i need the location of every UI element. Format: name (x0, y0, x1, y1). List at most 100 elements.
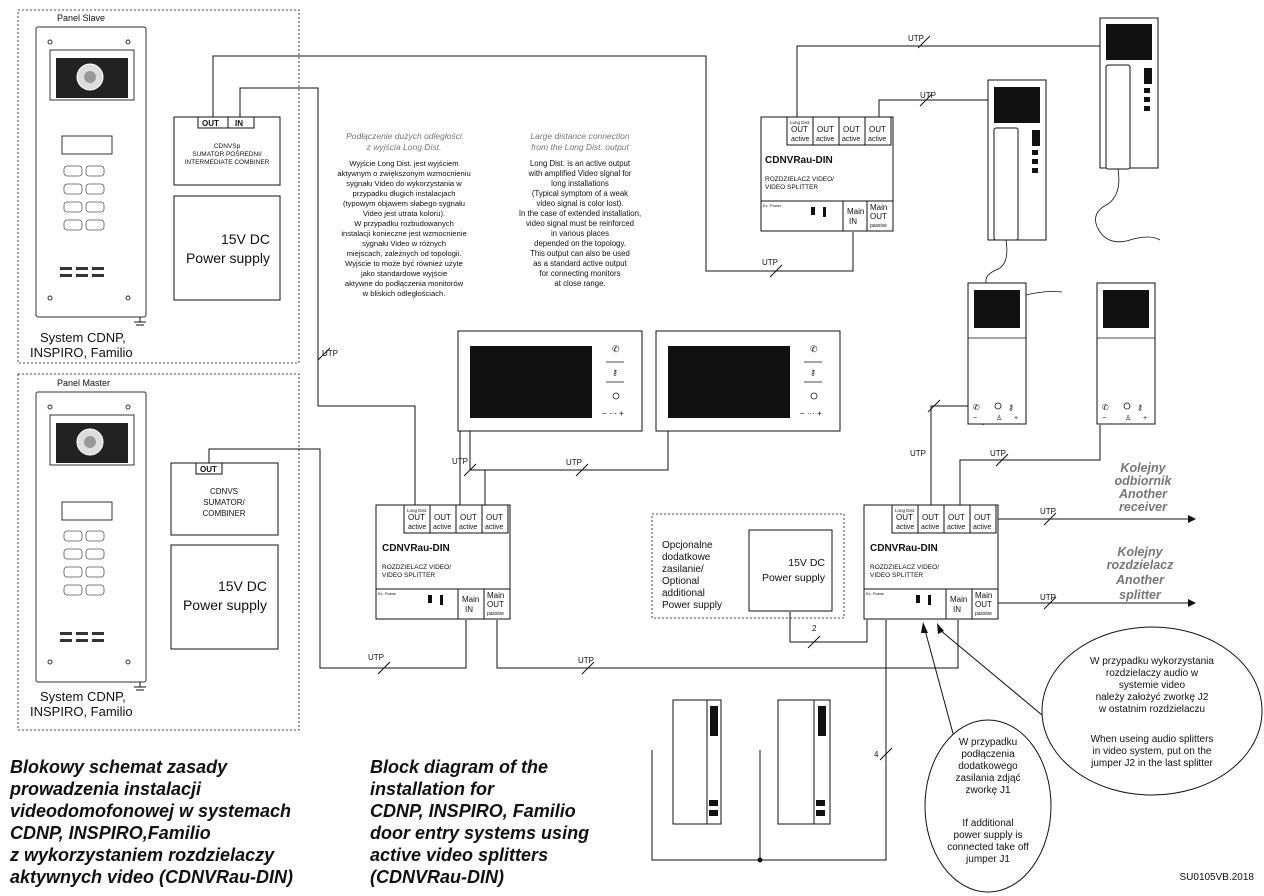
power-supply-master: 15V DC Power supply (170, 544, 279, 650)
ex-power-label: Ex. Power (763, 203, 782, 208)
main-out-type: passive (487, 611, 504, 617)
utp-slash (917, 35, 931, 49)
caption-pl-line: z wykorzystaniem rozdzielaczy (9, 845, 275, 865)
menu-button-icon (1123, 402, 1131, 410)
next-receiver-line: Another (1118, 487, 1168, 501)
splitter-desc1: ROZDZIELACZ VIDEO/ (765, 176, 834, 183)
utp-label: UTP (908, 34, 924, 43)
key-icon: ⚷ (1008, 403, 1014, 412)
power-label: Power supply (183, 597, 267, 613)
slave-zone (17, 9, 300, 364)
note-en-line: for connecting monitors (539, 269, 620, 278)
caption-en-line: active video splitters (370, 845, 548, 865)
main-in-port: IN (849, 217, 857, 226)
volume-controls-icon: − ··· + (602, 409, 624, 418)
utp-label: UTP (990, 449, 1006, 458)
splitter-model: CDNVRau-DIN (870, 543, 938, 554)
user-icon: ♙ (1125, 414, 1131, 422)
out-type: active (816, 136, 834, 143)
handset (993, 127, 1019, 241)
out-type: active (842, 136, 860, 143)
handset-icon: ✆ (612, 344, 620, 354)
out-type: active (947, 524, 965, 531)
main-out-port: OUT (870, 212, 887, 221)
power-supply-box (173, 195, 281, 301)
note-pl-line: przypadku długich instalacjach (353, 189, 456, 198)
note-pl-line: W przypadku rozbudowanych (354, 219, 454, 228)
note-en-line: This output can also be used (530, 249, 630, 258)
panel-slave-title: Panel Slave (57, 13, 105, 23)
bubble-j2-line: W przypadku wykorzystania (1090, 656, 1214, 667)
main-in-port: IN (953, 605, 961, 614)
utp-label: UTP (322, 349, 338, 358)
bubble-j2-line: in video system, put on the (1093, 746, 1212, 757)
out-port: OUT (486, 513, 503, 522)
long-dist-label: Long Dist. (895, 508, 915, 513)
system-label-line1: System CDNP, (40, 330, 126, 345)
compact-monitor-2: ✆ ⚷ − ♙ + (1096, 282, 1156, 425)
note-long-distance-pl: Podłączenie dużych odległości z wyjścia … (337, 131, 470, 298)
bubble-j1-line: jumper J1 (965, 854, 1010, 865)
out-port: OUT (408, 513, 425, 522)
note-en-line: Long Dist. is an active output (530, 159, 631, 168)
bubble-j2-line: jumper J2 in the last splitter (1090, 758, 1213, 769)
combiner-desc1: SUMATOR/ (203, 498, 245, 507)
out-port: OUT (896, 513, 913, 522)
note-pl-line: aktywnym o zwiększonym wzmocnieniu (337, 169, 470, 178)
user-icon: ♙ (996, 414, 1002, 422)
power-supply-slave: 15V DC Power supply (173, 195, 281, 301)
utp-slash (1043, 596, 1057, 610)
power-label: Power supply (762, 572, 826, 584)
long-dist-label: Long Dist. (790, 120, 810, 125)
out-type: active (459, 524, 477, 531)
handset-monitor-2 (985, 79, 1063, 299)
combiner-desc1: SUMATOR POŚREDNI/ (192, 149, 262, 158)
note-en-line: long installations (551, 179, 609, 188)
menu-button-icon (994, 402, 1002, 410)
note-en-title1: Large distance connection (530, 131, 630, 141)
caption-pl-line: aktywnych video (CDNVRau-DIN) (10, 867, 293, 887)
utp-slash (463, 463, 477, 477)
caption-en-line: installation for (370, 779, 495, 799)
utp-slash (1043, 512, 1057, 526)
next-receiver-line: Kolejny (1120, 461, 1166, 475)
splitter-desc2: VIDEO SPLITTER (870, 572, 923, 579)
note-en-line: with amplified Video signal for (527, 169, 631, 178)
optional-power-line: Power supply (662, 600, 722, 611)
bubble-j2-line: w ostatnim rozdzielaczu (1098, 704, 1205, 715)
main-out-label: Main (975, 591, 992, 600)
handset-icon: ✆ (1102, 403, 1109, 412)
utp-label: UTP (762, 258, 778, 267)
panel-slave: Panel Slave System CDNP, INSPIRO, Famili… (30, 13, 147, 360)
bubble-j1-line: zasilania zdjąć (955, 773, 1020, 784)
bubble-j1-line: zworkę J1 (965, 785, 1010, 796)
optional-power-zone (651, 513, 845, 619)
monitor-screen (994, 87, 1040, 123)
next-splitter-line: splitter (1119, 588, 1162, 602)
note-en-line: as a standard active output (533, 259, 627, 268)
utp-label: UTP (452, 457, 468, 466)
utp-slash (995, 453, 1009, 467)
caption-en-line: (CDNVRau-DIN) (370, 867, 504, 887)
utp-slash (919, 93, 933, 107)
note-long-distance-en: Large distance connection from the Long … (519, 131, 641, 288)
note-pl-line: (typowym objawem słabego sygnału (343, 199, 465, 208)
optional-power-label: Opcjonalne dodatkowe zasilanie/ Optional… (662, 540, 722, 611)
utp-markers: UTP UTP UTP UTP UTP UTP UTP UTP UTP UTP … (317, 34, 1057, 761)
handset (1105, 64, 1131, 170)
out-type: active (921, 524, 939, 531)
out-port: OUT (791, 125, 808, 134)
plus-icon: + (1014, 415, 1018, 422)
cable-slash (879, 747, 893, 761)
caption-en-line: CDNP, INSPIRO, Familio (370, 801, 576, 821)
caption-en-line: door entry systems using (370, 823, 589, 843)
note-en-line: in various places (551, 229, 609, 238)
note-en-line: (Typical symptom of a weak (532, 189, 628, 198)
note-pl-line: miejscach, zależnych od topologii. (347, 249, 462, 258)
utp-label: UTP (1040, 507, 1056, 516)
out-port: OUT (460, 513, 477, 522)
monitor-screen (974, 290, 1020, 328)
note-pl-line: w bliskich odległościach. (362, 289, 446, 298)
out-port: OUT (869, 125, 886, 134)
